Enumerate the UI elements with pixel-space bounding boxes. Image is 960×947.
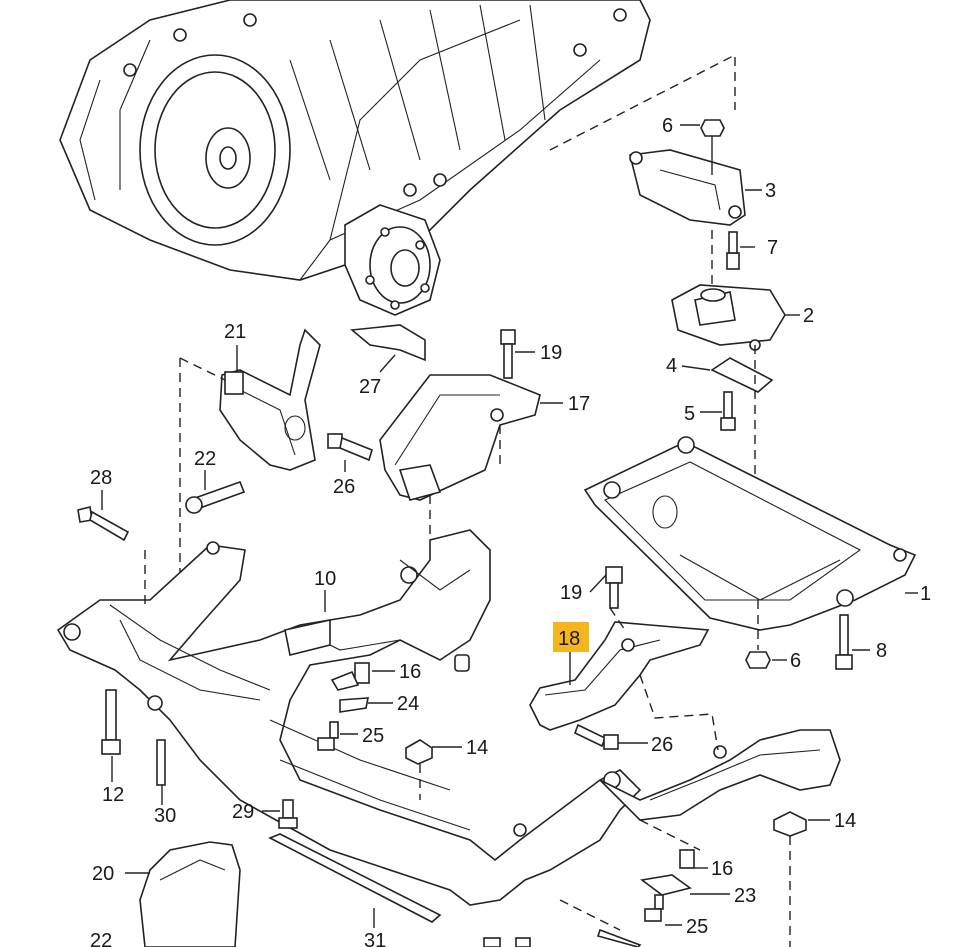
callout-30[interactable]: 30 bbox=[154, 805, 176, 827]
clamp-24 bbox=[339, 697, 369, 713]
subframe-10 bbox=[56, 529, 642, 906]
callout-19-top[interactable]: 19 bbox=[540, 342, 562, 364]
callout-1[interactable]: 1 bbox=[920, 583, 931, 605]
stud-30 bbox=[156, 739, 166, 786]
callouts: 1 2 3 4 5 6 6 7 8 10 12 14 14 16 16 17 1… bbox=[90, 115, 931, 947]
callout-14-right[interactable]: 14 bbox=[834, 810, 856, 832]
callout-27[interactable]: 27 bbox=[359, 376, 381, 398]
bracket-21 bbox=[219, 328, 321, 471]
callout-17[interactable]: 17 bbox=[568, 393, 590, 415]
callout-26-top[interactable]: 26 bbox=[333, 476, 355, 498]
highlight-box-18 bbox=[553, 622, 589, 652]
callout-26-mid[interactable]: 26 bbox=[651, 734, 673, 756]
bolt-25-left bbox=[317, 721, 339, 751]
callout-23[interactable]: 23 bbox=[734, 885, 756, 907]
engine-mount-2 bbox=[671, 284, 786, 351]
bolt-22 bbox=[185, 480, 246, 514]
bolt-19-mid bbox=[605, 566, 623, 609]
bolt-26-top bbox=[327, 433, 373, 462]
nut-6-bottom bbox=[745, 600, 771, 669]
clamp-23 bbox=[640, 874, 692, 896]
bolt-19-top bbox=[500, 329, 516, 379]
crossmember-1 bbox=[583, 436, 917, 631]
transmission bbox=[59, 0, 651, 316]
clip-16-left bbox=[330, 662, 370, 691]
callout-12[interactable]: 12 bbox=[102, 784, 124, 806]
plate-4 bbox=[710, 357, 774, 393]
stud-29 bbox=[278, 799, 298, 829]
callout-2[interactable]: 2 bbox=[803, 305, 814, 327]
strap-31 bbox=[268, 833, 442, 923]
nut-14-right bbox=[773, 811, 807, 837]
callout-14-left[interactable]: 14 bbox=[466, 737, 488, 759]
bracket-18 bbox=[529, 621, 710, 731]
bolt-26-mid bbox=[573, 723, 619, 750]
callout-6-top[interactable]: 6 bbox=[662, 115, 673, 137]
callout-5[interactable]: 5 bbox=[684, 403, 695, 425]
callout-25-right[interactable]: 25 bbox=[686, 916, 708, 938]
subframe-arm-right bbox=[599, 729, 841, 821]
callout-16-right[interactable]: 16 bbox=[711, 858, 733, 880]
mount-bracket-3 bbox=[629, 149, 746, 226]
callout-31[interactable]: 31 bbox=[364, 930, 386, 947]
clip-16-right bbox=[679, 849, 695, 869]
callout-25-left[interactable]: 25 bbox=[362, 725, 384, 747]
callout-4[interactable]: 4 bbox=[666, 355, 677, 377]
leader-lines bbox=[101, 124, 918, 928]
bottom-parts bbox=[483, 928, 642, 947]
callout-10[interactable]: 10 bbox=[314, 568, 336, 590]
callout-6-bottom[interactable]: 6 bbox=[790, 650, 801, 672]
callout-16-left[interactable]: 16 bbox=[399, 661, 421, 683]
bolt-5 bbox=[720, 391, 736, 431]
callout-8[interactable]: 8 bbox=[876, 640, 887, 662]
bolt-7 bbox=[726, 231, 740, 270]
callout-20[interactable]: 20 bbox=[92, 863, 114, 885]
callout-7[interactable]: 7 bbox=[767, 237, 778, 259]
callout-22-top[interactable]: 22 bbox=[194, 448, 216, 470]
callout-18[interactable]: 18 bbox=[558, 628, 580, 650]
callout-22-bottom[interactable]: 22 bbox=[90, 930, 112, 947]
callout-3[interactable]: 3 bbox=[765, 180, 776, 202]
callout-28[interactable]: 28 bbox=[90, 467, 112, 489]
bracket-27 bbox=[350, 324, 426, 362]
callout-21[interactable]: 21 bbox=[224, 321, 246, 343]
bolt-8 bbox=[835, 614, 853, 670]
heat-shield-20 bbox=[139, 841, 241, 947]
nut-6-top bbox=[700, 119, 725, 175]
callout-19-mid[interactable]: 19 bbox=[560, 582, 582, 604]
callout-24[interactable]: 24 bbox=[397, 693, 419, 715]
nut-14-left bbox=[405, 739, 433, 765]
bolt-28 bbox=[77, 506, 130, 542]
bolt-25-right bbox=[644, 894, 664, 922]
bolt-12 bbox=[101, 689, 121, 755]
bracket-17 bbox=[379, 374, 541, 501]
callout-29[interactable]: 29 bbox=[232, 801, 254, 823]
